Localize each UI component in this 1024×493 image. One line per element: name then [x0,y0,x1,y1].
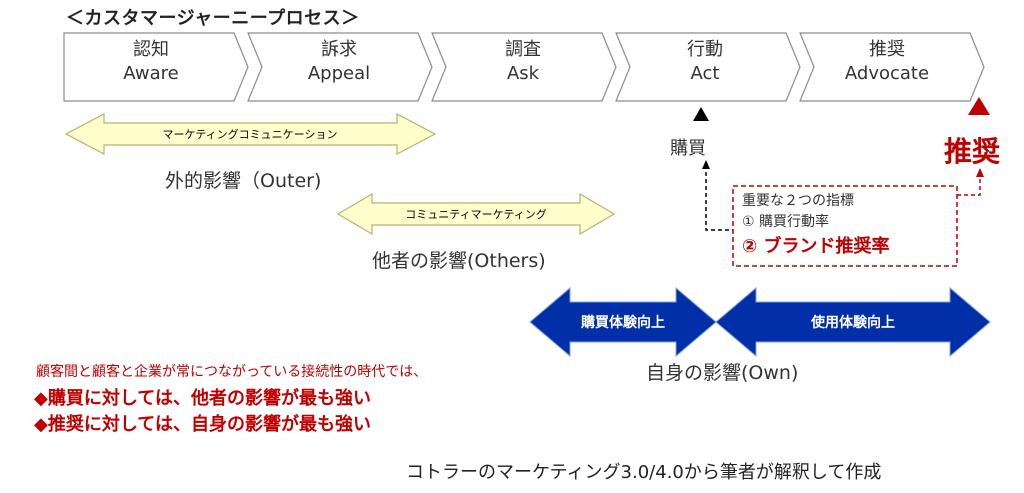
recommend-label: 推奨 [944,135,1001,168]
recommend-dashed-connector [957,176,981,196]
own-influence-label: 自身の影響(Own) [646,362,799,384]
outer-influence-label: 外的影響（Outer) [165,170,322,192]
purchase-marker-icon [693,107,709,121]
stage-advocate: 推奨 Advocate [812,38,962,86]
purchase-connector-arrowhead-icon [702,160,710,169]
stage-en-label: Ask [506,63,540,84]
stage-jp-label: 訴求 [321,39,357,60]
indicators-title: 重要な２つの指標 [742,193,854,209]
outer-influence-arrow [64,113,437,155]
usage-experience-arrow [715,286,991,358]
purchase-arrow-text: 購買体験向上 [580,314,665,331]
connectivity-note: 顧客間と顧客と企業が常につながっている接続性の時代では、 [36,364,428,380]
indicator-recommend-rate: ② ブランド推奨率 [742,236,890,257]
stage-en-label: Aware [123,63,179,84]
usage-arrow-text: 使用体験向上 [810,314,895,331]
recommend-marker-icon [968,97,990,115]
stage-jp-label: 調査 [505,39,541,60]
stage-appeal: 訴求 Appeal [264,38,414,86]
source-credit: コトラーのマーケティング3.0/4.0から筆者が解釈して作成 [406,462,882,483]
chevron-act [615,32,801,102]
others-influence-label: 他者の影響(Others) [372,250,546,272]
stage-en-label: Act [690,63,720,84]
others-influence-arrow [336,192,616,236]
purchase-dashed-connector [705,168,736,231]
others-arrow-text: コミュニティマーケティング [405,207,546,221]
stage-ask: 調査 Ask [448,38,598,86]
stage-en-label: Advocate [844,63,930,84]
purchase-influence-bullet: ◆購買に対しては、他者の影響が最も強い [34,388,371,409]
stage-aware: 認知 Aware [76,38,226,86]
purchase-label: 購買 [670,138,706,159]
chevron-appeal [247,32,433,102]
stage-jp-label: 行動 [687,39,723,60]
outer-arrow-text: マーケティングコミュニケーション [163,127,338,141]
chevron-ask [431,32,617,102]
stage-jp-label: 認知 [133,39,169,60]
indicator-purchase-rate: ① 購買行動率 [742,214,830,230]
stage-act: 行動 Act [630,38,780,86]
chevron-aware [63,32,249,102]
stage-en-label: Appeal [307,63,371,84]
indicators-box [732,185,958,267]
stage-chevrons [63,32,985,102]
process-heading: ＜カスタマージャーニープロセス＞ [66,8,360,29]
recommend-influence-bullet: ◆推奨に対しては、自身の影響が最も強い [34,414,371,435]
stage-jp-label: 推奨 [869,39,905,60]
recommend-connector-arrowhead-icon [976,168,984,177]
chevron-advocate [799,32,985,102]
